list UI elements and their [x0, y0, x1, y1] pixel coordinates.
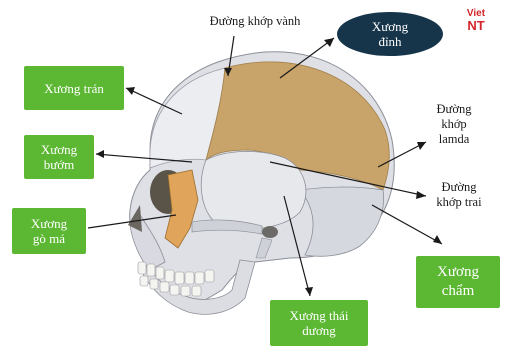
- label-duong-khop-lamda: Đường khớp lamda: [424, 102, 484, 147]
- label-xuong-buom: Xương bướm: [24, 135, 94, 179]
- label-xuong-go-ma: Xương gò má: [12, 208, 86, 254]
- label-xuong-dinh: Xương đỉnh: [337, 12, 443, 56]
- label-xuong-thai-duong: Xương thái dương: [270, 300, 368, 346]
- label-xuong-tran: Xương trán: [24, 66, 124, 110]
- ear-canal: [262, 226, 278, 238]
- label-duong-khop-vanh: Đường khớp vành: [180, 14, 330, 29]
- vietnt-logo: Viet NT: [456, 8, 496, 32]
- label-duong-khop-trai: Đường khớp trai: [426, 180, 492, 210]
- label-xuong-cham: Xương chẩm: [416, 256, 500, 308]
